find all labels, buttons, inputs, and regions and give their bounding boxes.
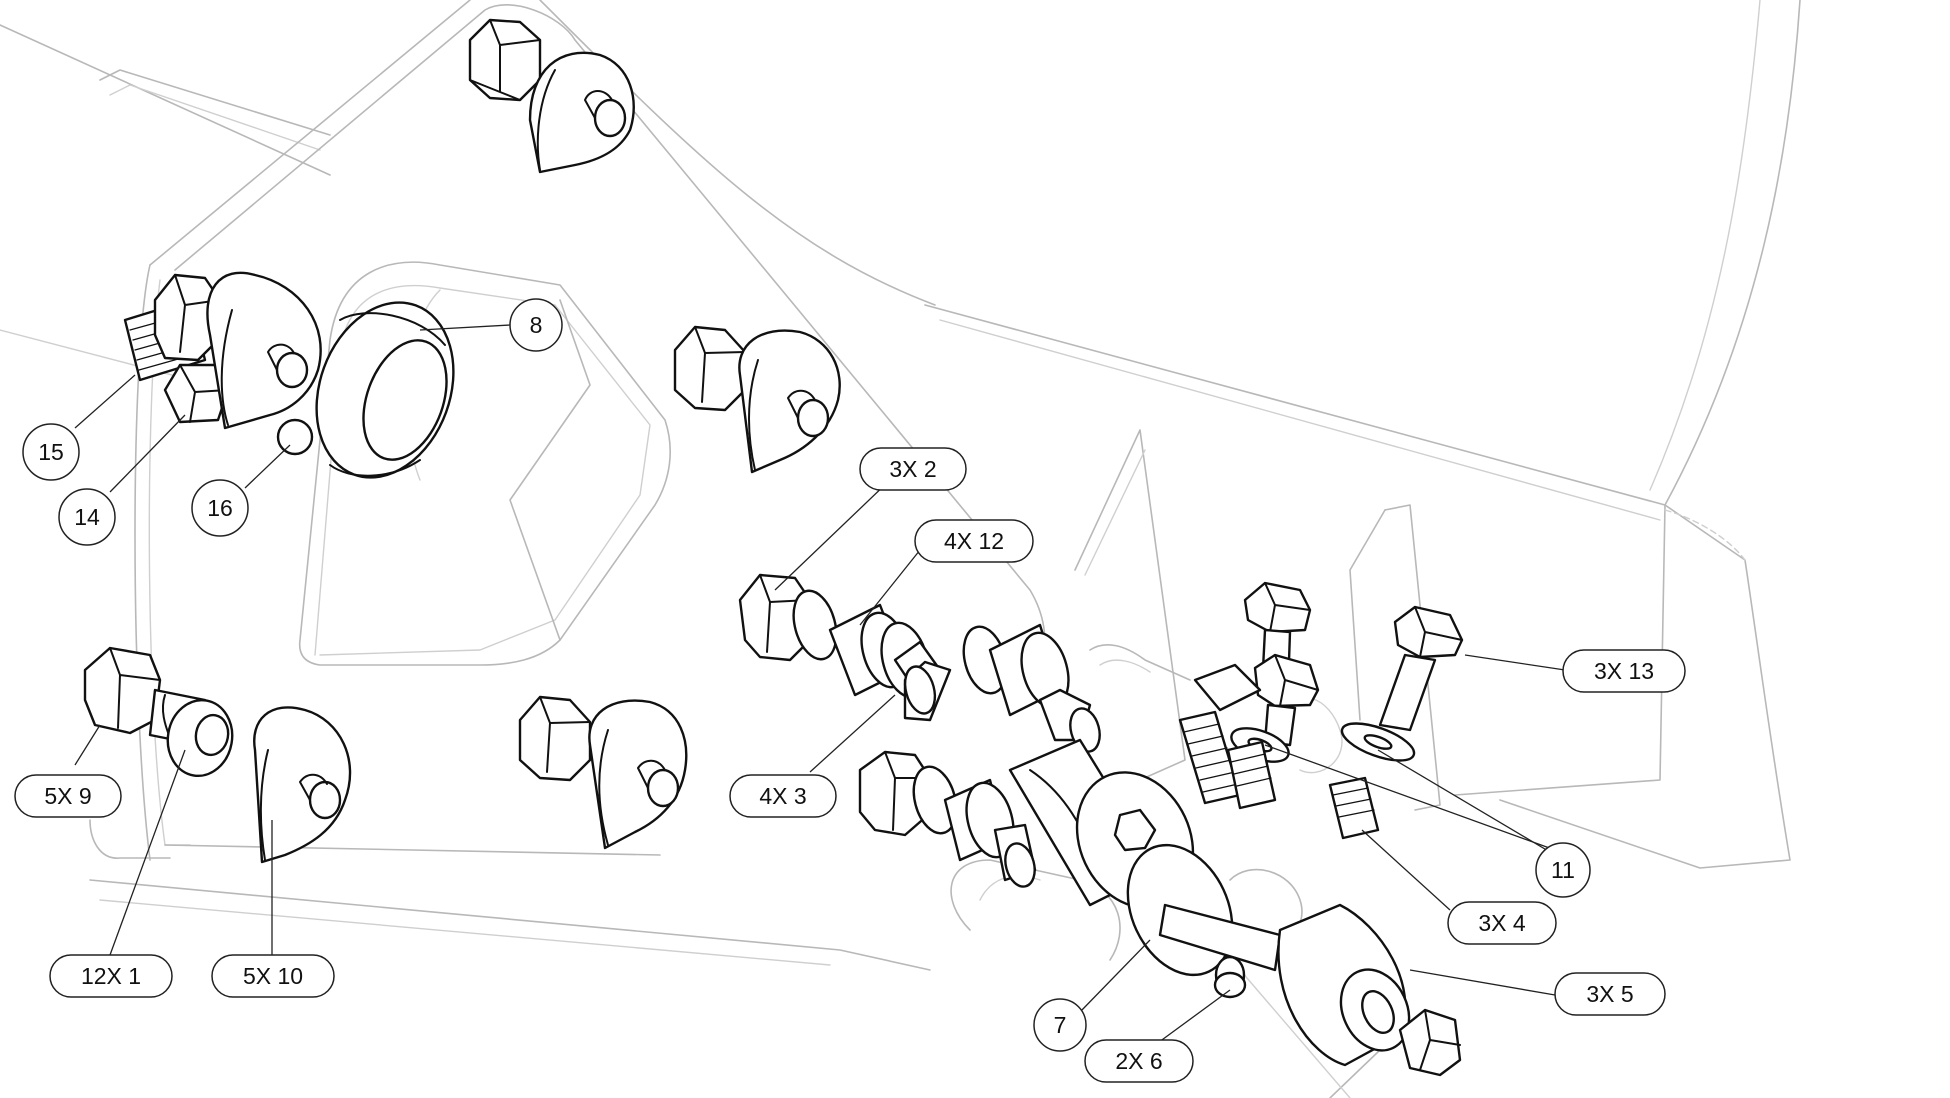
cam-assembly-left xyxy=(123,271,322,456)
svg-text:4X 12: 4X 12 xyxy=(944,528,1004,554)
callout-8: 8 xyxy=(509,298,563,352)
cam-assembly-lower-middle xyxy=(518,695,688,850)
callout-5x9: 5X 9 xyxy=(14,774,122,818)
pin-6 xyxy=(1213,971,1247,999)
svg-text:16: 16 xyxy=(207,495,233,521)
svg-text:3X 2: 3X 2 xyxy=(889,456,936,482)
callout-15: 15 xyxy=(22,423,80,481)
callout-7: 7 xyxy=(1033,998,1087,1052)
svg-text:7: 7 xyxy=(1054,1012,1067,1038)
callout-4x12: 4X 12 xyxy=(914,519,1034,563)
callout-11: 11 xyxy=(1535,842,1591,898)
leader-lines xyxy=(74,324,1566,1046)
roller-assembly xyxy=(1008,738,1462,1077)
bushing-8 xyxy=(315,301,455,479)
bolt-washer-stud-group xyxy=(1178,581,1464,840)
svg-text:5X 10: 5X 10 xyxy=(243,963,303,989)
svg-text:3X 4: 3X 4 xyxy=(1478,910,1526,936)
cam-assembly-right xyxy=(673,325,841,474)
callout-12x1: 12X 1 xyxy=(49,954,173,998)
callout-14: 14 xyxy=(58,488,116,546)
callout-3x5: 3X 5 xyxy=(1554,972,1666,1016)
callout-3x2: 3X 2 xyxy=(859,447,967,491)
roller-shafts xyxy=(738,573,1101,888)
callout-3x13: 3X 13 xyxy=(1562,649,1686,693)
callout-2x6: 2X 6 xyxy=(1084,1039,1194,1083)
svg-text:8: 8 xyxy=(530,312,543,338)
callout-3x4: 3X 4 xyxy=(1447,901,1557,945)
svg-text:5X 9: 5X 9 xyxy=(44,783,91,809)
svg-text:12X 1: 12X 1 xyxy=(81,963,141,989)
svg-text:15: 15 xyxy=(38,439,64,465)
svg-text:2X 6: 2X 6 xyxy=(1115,1048,1162,1074)
svg-text:3X 5: 3X 5 xyxy=(1586,981,1633,1007)
svg-text:4X 3: 4X 3 xyxy=(759,783,806,809)
bolt-assembly-lower-left xyxy=(83,646,352,864)
callout-5x10: 5X 10 xyxy=(211,954,335,998)
cam-assembly-top xyxy=(468,18,635,174)
svg-text:3X 13: 3X 13 xyxy=(1594,658,1654,684)
svg-text:14: 14 xyxy=(74,504,100,530)
callout-16: 16 xyxy=(191,479,249,537)
svg-text:11: 11 xyxy=(1551,857,1575,883)
callout-4x3: 4X 3 xyxy=(729,774,837,818)
